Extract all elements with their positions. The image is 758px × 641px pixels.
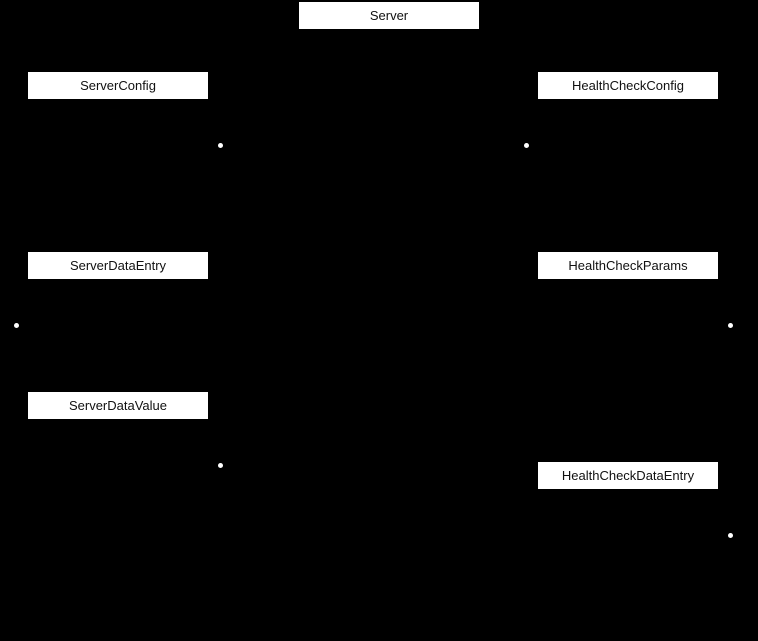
node-health-check-data-entry: HealthCheckDataEntry	[538, 462, 718, 489]
connector-endpoint-dot	[14, 323, 19, 328]
node-health-check-params-label: HealthCheckParams	[568, 258, 688, 273]
node-server: Server	[299, 2, 479, 29]
connector-endpoint-dot	[524, 143, 529, 148]
node-server-data-value-label: ServerDataValue	[68, 398, 168, 413]
connector-endpoint-dot	[728, 533, 733, 538]
connector-endpoint-dot	[218, 143, 223, 148]
node-health-check-data-entry-label: HealthCheckDataEntry	[561, 468, 695, 483]
node-server-config: ServerConfig	[28, 72, 208, 99]
node-server-label: Server	[369, 8, 409, 23]
node-server-data-entry: ServerDataEntry	[28, 252, 208, 279]
node-health-check-config: HealthCheckConfig	[538, 72, 718, 99]
node-health-check-config-label: HealthCheckConfig	[571, 78, 684, 93]
node-server-data-entry-label: ServerDataEntry	[69, 258, 167, 273]
connector-endpoint-dot	[728, 323, 733, 328]
node-server-data-value: ServerDataValue	[28, 392, 208, 419]
node-server-config-label: ServerConfig	[80, 78, 156, 93]
connector-endpoint-dot	[218, 463, 223, 468]
node-health-check-params: HealthCheckParams	[538, 252, 718, 279]
